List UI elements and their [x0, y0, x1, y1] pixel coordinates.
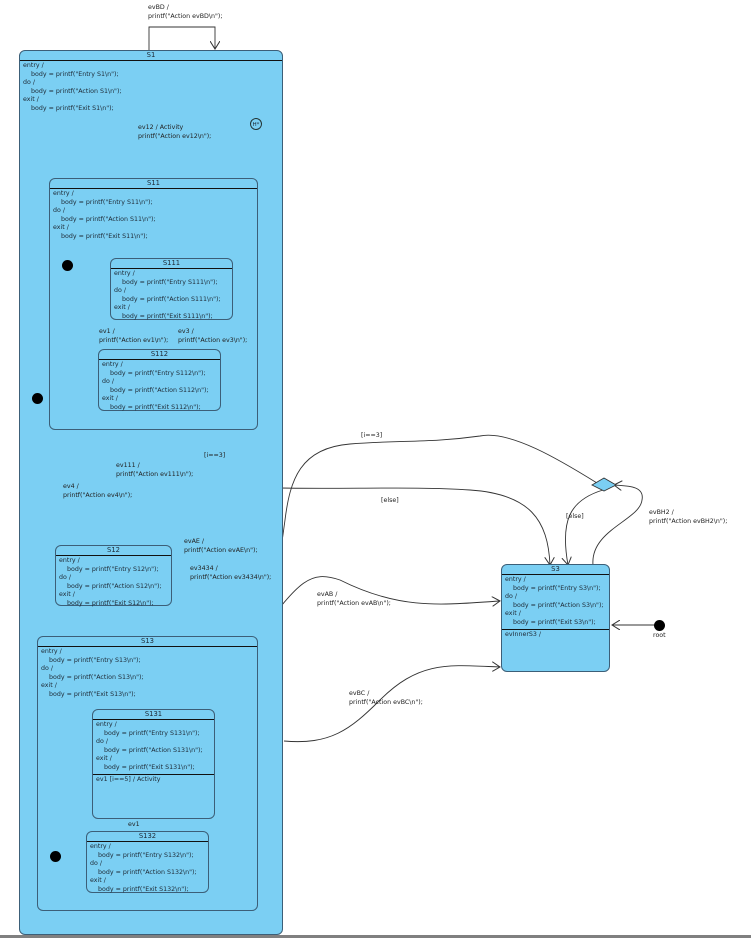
state-S111-title: S111 — [111, 259, 232, 269]
canvas-bottom-border — [0, 935, 751, 938]
state-S131[interactable]: S131 entry / body = printf("Entry S131\n… — [92, 709, 215, 819]
label-evAB: evAB / printf("Action evAB\n"); — [317, 591, 391, 607]
initial-node-S1[interactable] — [32, 393, 43, 404]
state-S132-body: entry / body = printf("Entry S132\n"); d… — [90, 843, 197, 893]
state-S112[interactable]: S112 entry / body = printf("Entry S112\n… — [98, 349, 221, 411]
state-S3-internal: evInnerS3 / — [502, 628, 609, 641]
label-ev111: ev111 / printf("Action ev111\n"); — [116, 462, 194, 478]
label-ev3434: ev3434 / printf("Action ev3434\n"); — [190, 565, 272, 581]
state-S111[interactable]: S111 entry / body = printf("Entry S111\n… — [110, 258, 233, 320]
initial-node-S13[interactable] — [50, 851, 61, 862]
state-S131-internal: ev1 [i==5] / Activity — [93, 773, 214, 786]
state-S1-body: entry / body = printf("Entry S1\n"); do … — [23, 62, 122, 112]
label-evAE: evAE / printf("Action evAE\n"); — [184, 538, 258, 554]
label-ev3: ev3 / printf("Action ev3\n"); — [178, 328, 248, 344]
transition-evBH2 — [592, 485, 643, 566]
state-S111-body: entry / body = printf("Entry S111\n"); d… — [114, 270, 221, 320]
state-S1-title: S1 — [20, 51, 282, 61]
state-S112-title: S112 — [99, 350, 220, 360]
initial-node-S11[interactable] — [62, 260, 73, 271]
label-evBH2: evBH2 / printf("Action evBH2\n"); — [649, 509, 728, 525]
state-S132-title: S132 — [87, 832, 208, 842]
state-S13-body: entry / body = printf("Entry S13\n"); do… — [41, 648, 144, 698]
label-evBC: evBC / printf("Action evBC\n"); — [349, 690, 423, 706]
label-ev12: ev12 / Activity printf("Action ev12\n"); — [138, 124, 212, 140]
root-node[interactable] — [654, 620, 665, 631]
label-ev1-S132: ev1 — [128, 821, 140, 828]
root-label: root — [653, 632, 666, 639]
state-S12[interactable]: S12 entry / body = printf("Entry S12\n")… — [55, 545, 172, 607]
history-icon[interactable]: H* — [250, 118, 262, 130]
label-guard-i3-top: [i==3] — [361, 432, 383, 439]
state-S131-title: S131 — [93, 710, 214, 720]
label-evBD: evBD / printf("Action evBD\n"); — [148, 4, 223, 20]
label-guard-i3-left: [i==3] — [204, 452, 226, 459]
state-S112-body: entry / body = printf("Entry S112\n"); d… — [102, 361, 209, 411]
label-ev1: ev1 / printf("Action ev1\n"); — [99, 328, 169, 344]
state-S132[interactable]: S132 entry / body = printf("Entry S132\n… — [86, 831, 209, 893]
state-S3-title: S3 — [502, 565, 609, 575]
state-S3[interactable]: S3 entry / body = printf("Entry S3\n"); … — [501, 564, 610, 672]
state-S3-body: entry / body = printf("Entry S3\n"); do … — [505, 576, 604, 626]
choice-node-right — [591, 477, 617, 492]
state-S131-body: entry / body = printf("Entry S131\n"); d… — [96, 721, 203, 771]
label-else-right: [else] — [566, 513, 584, 520]
state-S12-title: S12 — [56, 546, 171, 556]
label-ev4: ev4 / printf("Action ev4\n"); — [63, 483, 133, 499]
state-S12-body: entry / body = printf("Entry S12\n"); do… — [59, 557, 162, 607]
transition-evBD — [148, 26, 215, 51]
state-S11-body: entry / body = printf("Entry S11\n"); do… — [53, 190, 156, 240]
state-S11-title: S11 — [50, 179, 257, 189]
label-else-mid: [else] — [381, 497, 399, 504]
transition-else-right — [565, 489, 604, 565]
state-S13-title: S13 — [38, 637, 257, 647]
